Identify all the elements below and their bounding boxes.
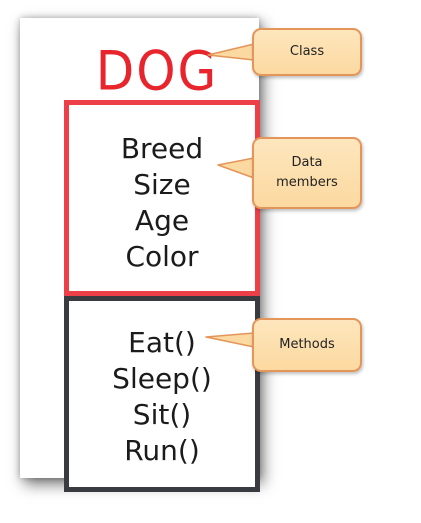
methods-callout-label: Methods [279, 337, 335, 352]
data-members-callout: Data members [252, 137, 362, 209]
data-members-callout-label: Data members [276, 155, 338, 190]
data-members-list: Breed Size Age Color [69, 131, 255, 275]
method: Sit() [132, 398, 192, 431]
data-member: Color [125, 240, 199, 273]
data-member: Age [134, 204, 190, 237]
methods-callout: Methods [252, 318, 362, 372]
class-name: DOG [95, 39, 219, 103]
data-member: Breed [120, 132, 204, 165]
class-callout-label: Class [289, 44, 325, 59]
method: Run() [124, 434, 200, 467]
method: Eat() [128, 326, 196, 359]
class-diagram-card: DOG Breed Size Age Color Eat() Sleep() S… [20, 18, 260, 492]
data-members-box: Breed Size Age Color [64, 100, 260, 296]
methods-box: Eat() Sleep() Sit() Run() [64, 296, 260, 492]
methods-list: Eat() Sleep() Sit() Run() [69, 325, 255, 469]
class-callout: Class [252, 28, 362, 76]
method: Sleep() [112, 362, 212, 395]
data-member: Size [133, 168, 191, 201]
